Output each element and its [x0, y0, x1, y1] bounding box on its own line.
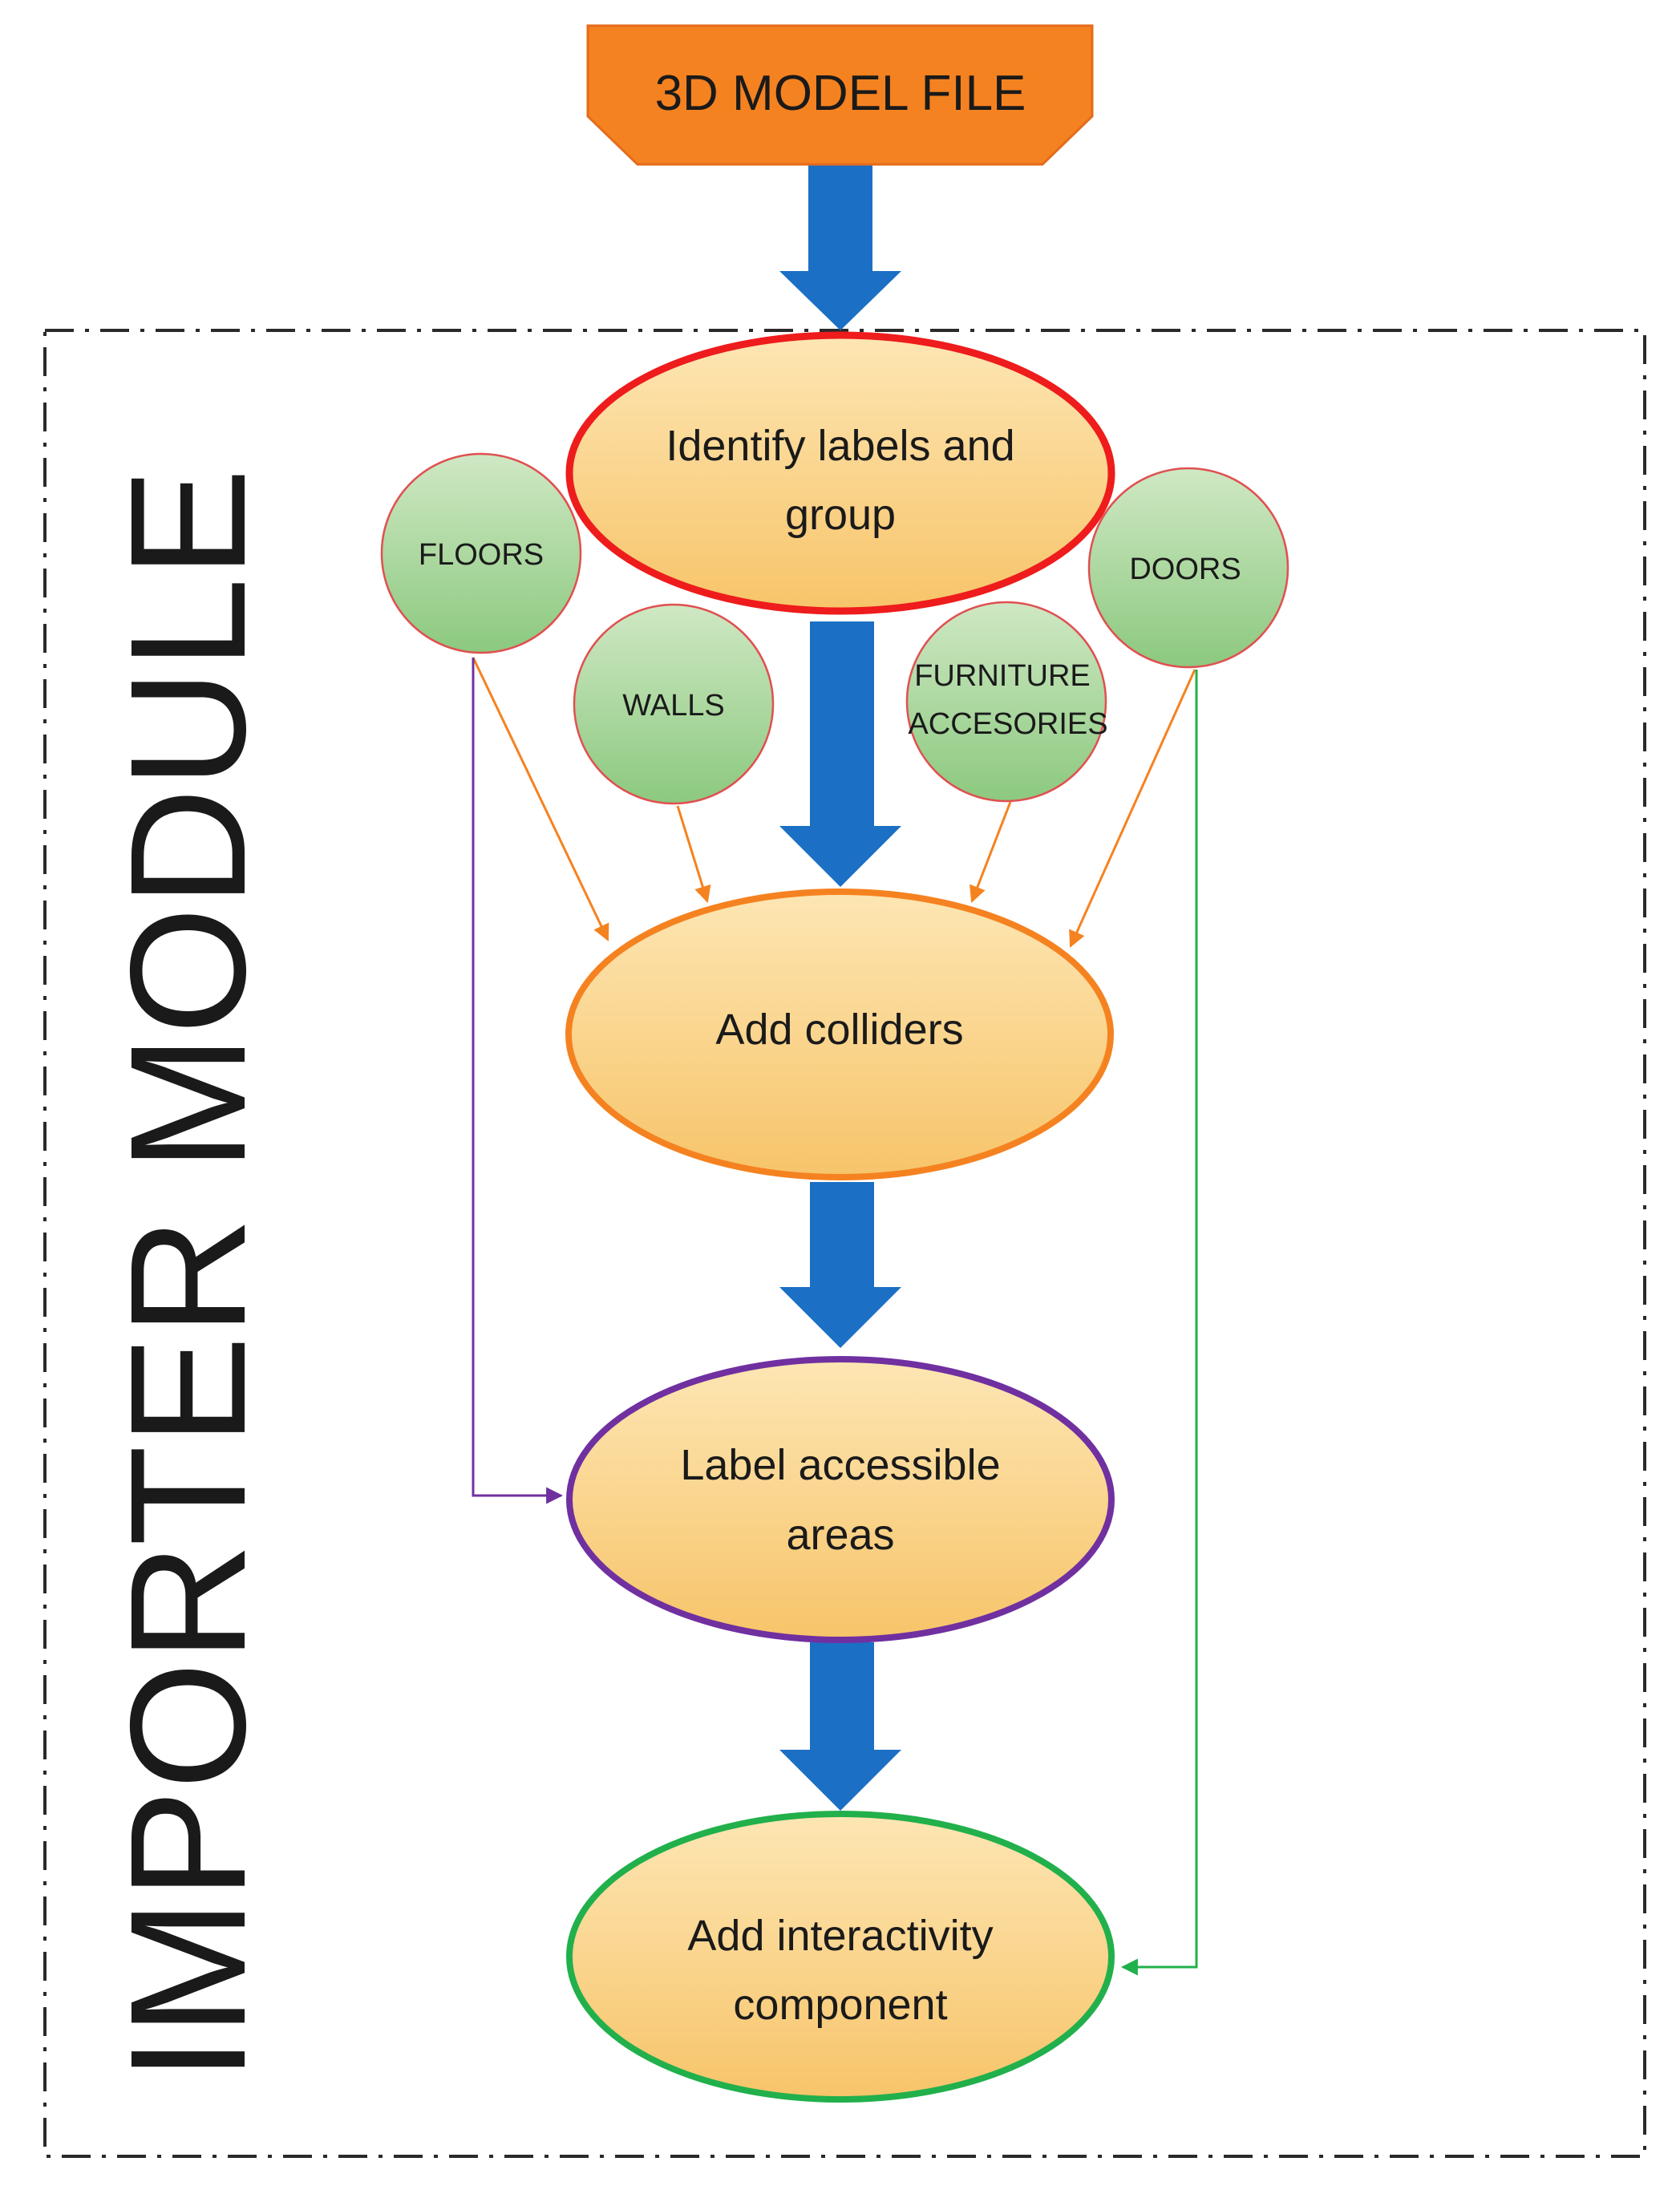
group-floors-circle: [380, 452, 582, 654]
group-furniture-accesories: FURNITURE ACCESORIES: [905, 601, 1108, 803]
arrow-walls-to-colliders: [676, 805, 711, 904]
step-label-accessible-areas: Label accessible areas: [566, 1356, 1115, 1643]
arrow-floors-to-colliders: [472, 657, 609, 941]
arrow-floors-to-accessible: [472, 658, 564, 1504]
step-accessible-shape: [566, 1356, 1115, 1643]
group-walls-label: WALLS: [622, 689, 724, 723]
arrow-source-to-identify: [779, 164, 901, 330]
group-walls-circle: [573, 603, 775, 805]
step-accessible-line2: areas: [786, 1511, 894, 1559]
group-furniture-circle: [905, 601, 1107, 803]
arrow-identify-to-colliders: [779, 621, 901, 887]
arrow-colliders-to-accessible: [779, 1182, 901, 1348]
step-accessible-line1: Label accessible: [680, 1441, 1000, 1489]
step-interactivity-shape: [566, 1811, 1115, 2103]
step-interactivity-line2: component: [733, 1981, 947, 2029]
step-colliders-shape: [565, 889, 1114, 1180]
step-identify-line1: Identify labels and: [666, 422, 1014, 470]
source-node: 3D MODEL FILE: [586, 24, 1094, 166]
arrow-doors-to-colliders: [1069, 669, 1196, 948]
group-walls: WALLS: [573, 603, 775, 805]
arrow-doors-to-interactivity: [1120, 670, 1198, 1976]
group-furniture-line2: ACCESORIES: [908, 707, 1107, 741]
group-floors-label: FLOORS: [419, 538, 544, 572]
group-doors-circle: [1087, 467, 1289, 669]
group-floors: FLOORS: [380, 452, 582, 654]
source-shape: [586, 24, 1094, 166]
module-label: IMPORTER MODULE: [96, 468, 280, 2082]
group-doors: DOORS: [1087, 467, 1289, 669]
source-label: 3D MODEL FILE: [655, 66, 1026, 121]
group-arrows: [472, 657, 1196, 948]
step-add-colliders: Add colliders: [565, 889, 1114, 1180]
module-boundary: [43, 329, 1646, 2158]
group-doors-label: DOORS: [1129, 553, 1241, 586]
step-identify-shape: [565, 331, 1115, 615]
main-flow-arrows: [779, 164, 901, 1811]
arrow-furniture-to-colliders: [970, 801, 1012, 903]
step-add-interactivity: Add interactivity component: [566, 1811, 1115, 2103]
group-furniture-line1: FURNITURE: [914, 659, 1091, 693]
step-identify-labels: Identify labels and group: [565, 331, 1115, 615]
arrow-accessible-to-interactivity: [779, 1642, 901, 1811]
step-identify-line2: group: [785, 491, 896, 539]
step-colliders-label: Add colliders: [715, 1006, 963, 1054]
step-interactivity-line1: Add interactivity: [687, 1912, 993, 1960]
